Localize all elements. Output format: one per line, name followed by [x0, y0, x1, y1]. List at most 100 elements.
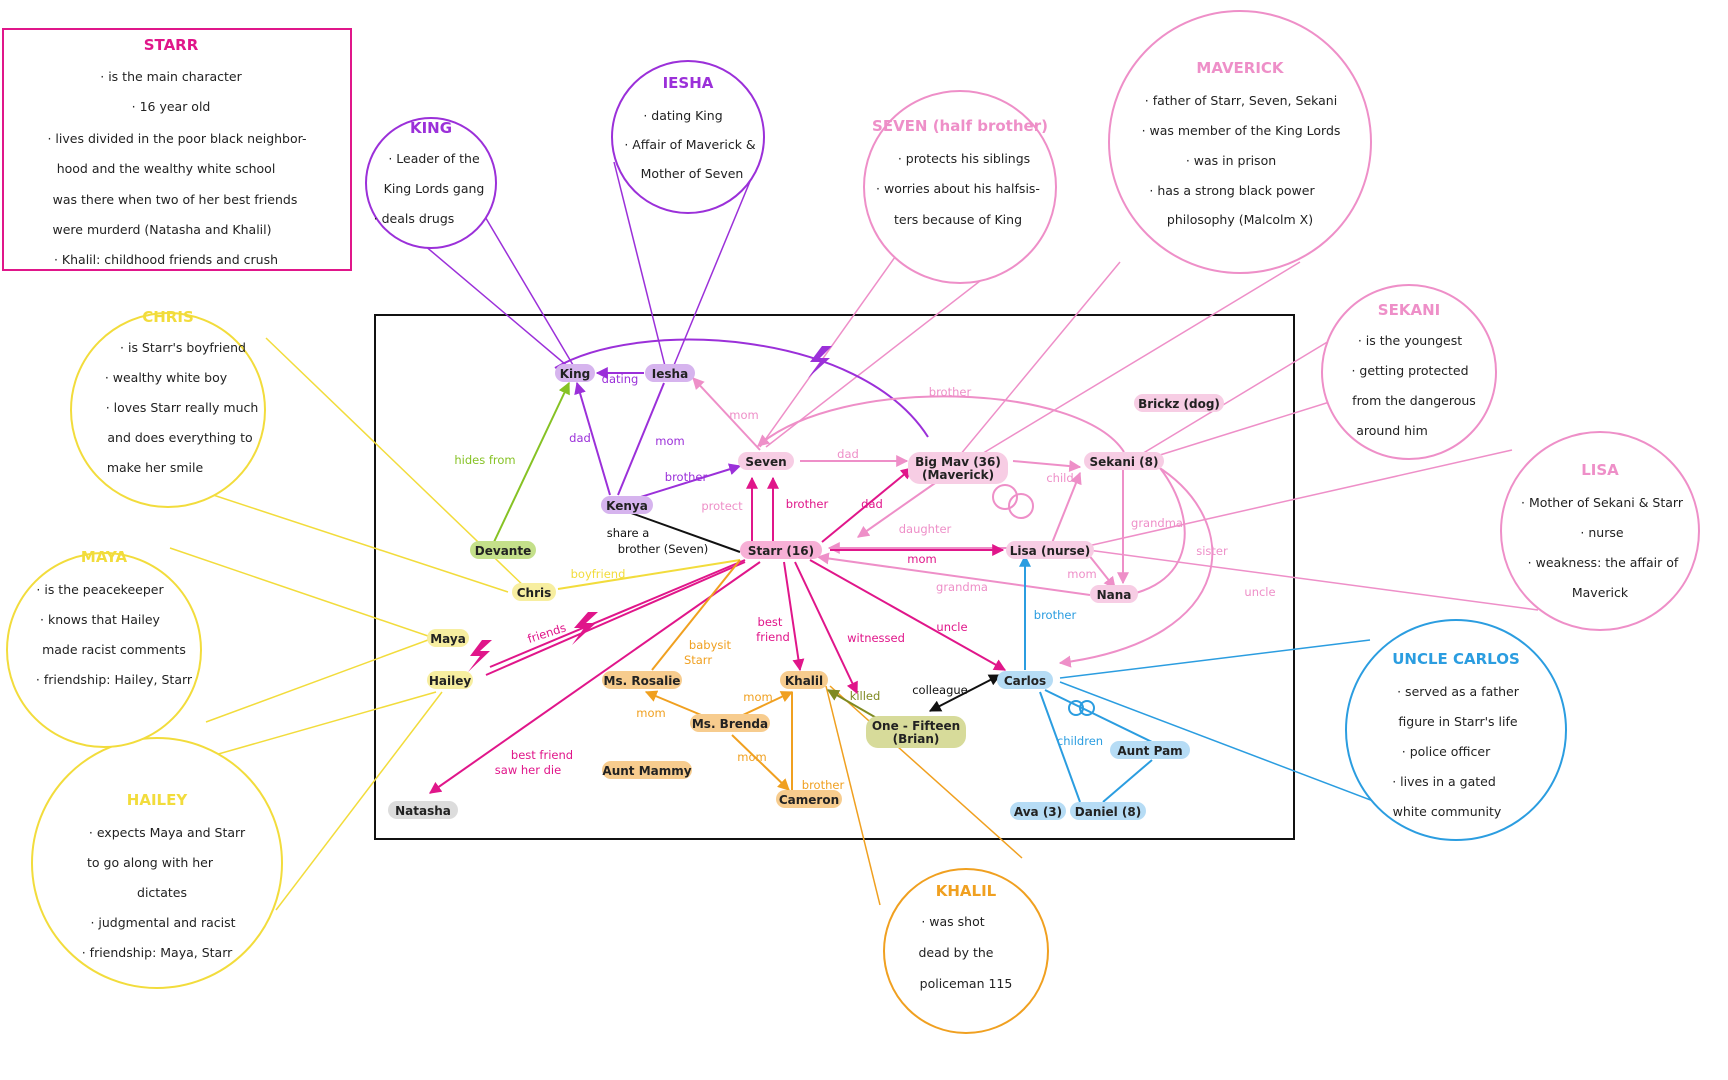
lightning-icon	[572, 612, 598, 645]
node-label: Ava (3)	[1014, 805, 1062, 819]
node-carlos[interactable]: Carlos	[997, 671, 1053, 689]
edge-label: mom	[743, 690, 772, 704]
card-uncle-carlos: UNCLE CARLOS · served as a father figure…	[1345, 619, 1567, 841]
node-maya[interactable]: Maya	[427, 629, 469, 647]
card-carlos-title: UNCLE CARLOS	[1392, 650, 1520, 668]
card-king: KING · Leader of the King Lords gang · d…	[365, 117, 497, 249]
edge-label: colleague	[912, 683, 968, 697]
edge-label: mom	[655, 434, 684, 448]
card-line: figure in Starr's life	[1398, 714, 1517, 729]
edge-label: babysit	[689, 638, 732, 652]
node-ms-rosalie[interactable]: Ms. Rosalie	[602, 671, 682, 689]
node-label: Devante	[475, 544, 531, 558]
card-line: · dating King	[643, 108, 722, 123]
edge-labels: dating dad mom mom brother dad brother c…	[454, 372, 1275, 792]
node-aunt-mammy[interactable]: Aunt Mammy	[602, 761, 692, 779]
card-line: dictates	[137, 885, 187, 900]
node-khalil[interactable]: Khalil	[780, 671, 828, 689]
card-line: hood and the wealthy white school	[57, 161, 276, 176]
node-label: Brickz (dog)	[1138, 397, 1220, 411]
node-cameron[interactable]: Cameron	[776, 790, 842, 808]
node-label: Maya	[430, 632, 466, 646]
edge-label: mom	[1067, 567, 1096, 581]
edge-label: best	[758, 615, 783, 629]
node-natasha[interactable]: Natasha	[388, 801, 458, 819]
node-brickz[interactable]: Brickz (dog)	[1134, 394, 1224, 412]
node-kenya[interactable]: Kenya	[601, 496, 653, 514]
card-line: · Leader of the	[388, 151, 480, 166]
edge-label: dating	[602, 372, 639, 386]
node-one-fifteen[interactable]: One - Fifteen(Brian)	[866, 716, 966, 748]
card-sekani-title: SEKANI	[1378, 301, 1440, 319]
node-daniel[interactable]: Daniel (8)	[1070, 802, 1146, 820]
edge-label: daughter	[899, 522, 952, 536]
node-label: Ms. Rosalie	[604, 674, 681, 688]
card-line: · judgmental and racist	[90, 915, 235, 930]
node-nana[interactable]: Nana	[1090, 585, 1138, 603]
card-line: · is Starr's boyfriend	[120, 340, 246, 355]
card-line: · Khalil: childhood friends and crush	[54, 252, 278, 267]
node-devante[interactable]: Devante	[470, 541, 536, 559]
node-label: Hailey	[429, 674, 472, 688]
card-line: · knows that Hailey	[40, 612, 161, 627]
character-nodes: King Iesha Seven Big Mav (36)(Maverick) …	[388, 364, 1224, 820]
node-big-mav[interactable]: Big Mav (36)(Maverick)	[908, 452, 1008, 484]
card-line: to go along with her	[87, 855, 214, 870]
card-line: · weakness: the affair of	[1528, 555, 1679, 570]
card-line: policeman 115	[920, 976, 1013, 991]
card-line: · Affair of Maverick &	[624, 137, 756, 152]
node-label: Khalil	[785, 674, 823, 688]
node-label: Aunt Mammy	[602, 764, 691, 778]
node-ava[interactable]: Ava (3)	[1010, 802, 1066, 820]
node-label: Starr (16)	[748, 544, 814, 558]
node-chris[interactable]: Chris	[512, 583, 556, 601]
node-label: Sekani (8)	[1089, 455, 1158, 469]
card-line: · lives in a gated	[1392, 774, 1496, 789]
edge-label: brother	[1034, 608, 1077, 622]
node-hailey[interactable]: Hailey	[427, 671, 473, 689]
edge-label: boyfriend	[571, 567, 626, 581]
card-seven: SEVEN (half brother) · protects his sibl…	[863, 90, 1057, 284]
edge-label: brother	[802, 778, 845, 792]
node-iesha[interactable]: Iesha	[645, 364, 695, 382]
lightning-icon	[808, 346, 832, 378]
card-maverick: MAVERICK · father of Starr, Seven, Sekan…	[1108, 10, 1372, 274]
card-line: dead by the	[918, 945, 993, 960]
card-line: and does everything to	[107, 430, 252, 445]
lightning-icon	[468, 640, 492, 672]
card-line: · was member of the King Lords	[1142, 123, 1341, 138]
node-king[interactable]: King	[555, 364, 595, 382]
edge-label: Starr	[684, 653, 712, 667]
node-starr[interactable]: Starr (16)	[740, 541, 822, 559]
edge-label: witnessed	[847, 631, 905, 645]
card-starr: STARR · is the main character · 16 year …	[2, 28, 352, 271]
card-line: · wealthy white boy	[105, 370, 228, 385]
card-line: made racist comments	[42, 642, 186, 657]
node-sekani[interactable]: Sekani (8)	[1084, 452, 1164, 470]
card-line: were murderd (Natasha and Khalil)	[53, 222, 272, 237]
card-line: · police officer	[1402, 744, 1491, 759]
relationship-edges	[429, 338, 1214, 803]
card-hailey: HAILEY · expects Maya and Starr to go al…	[31, 737, 283, 989]
node-label: (Maverick)	[922, 468, 994, 482]
edge-label: brother	[786, 497, 829, 511]
card-line: · lives divided in the poor black neighb…	[47, 131, 306, 146]
card-line: · was shot	[921, 914, 984, 929]
card-seven-title: SEVEN (half brother)	[872, 117, 1048, 135]
card-king-title: KING	[410, 119, 452, 137]
node-lisa[interactable]: Lisa (nurse)	[1006, 541, 1094, 559]
node-label: King	[560, 367, 591, 381]
node-aunt-pam[interactable]: Aunt Pam	[1110, 741, 1190, 759]
card-line: · protects his siblings	[898, 151, 1030, 166]
card-maverick-title: MAVERICK	[1196, 59, 1285, 77]
edge-label: grandma	[936, 580, 988, 594]
card-line: · getting protected	[1351, 363, 1468, 378]
node-ms-brenda[interactable]: Ms. Brenda	[690, 714, 770, 732]
card-line: ters because of King	[894, 212, 1022, 227]
node-seven[interactable]: Seven	[738, 452, 794, 470]
card-line: · friendship: Hailey, Starr	[36, 672, 193, 687]
edge-label: best friend	[511, 748, 573, 762]
node-label: Iesha	[652, 367, 688, 381]
edge-label: friend	[756, 630, 790, 644]
